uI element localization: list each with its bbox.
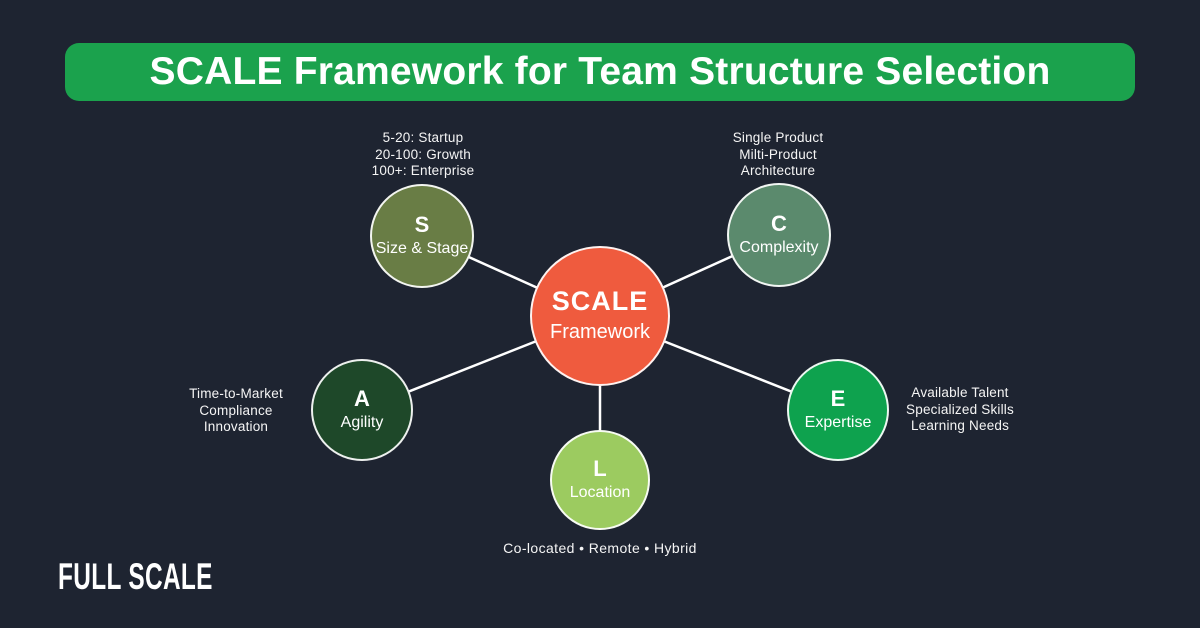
annotation-line: 100+: Enterprise (371, 163, 475, 178)
node-expertise-letter: E (830, 386, 846, 412)
node-expertise: E Expertise (787, 359, 889, 461)
header-banner: SCALE Framework for Team Structure Selec… (65, 43, 1135, 101)
annotation-line: Specialized Skills (906, 401, 1014, 417)
center-title: SCALE (551, 286, 649, 317)
node-complexity-letter: C (771, 211, 787, 237)
annotation-line: 5-20: Startup (382, 130, 464, 145)
node-size-stage-label: Size & Stage (375, 239, 469, 257)
page-title: SCALE Framework for Team Structure Selec… (149, 50, 1051, 93)
annotation-expertise: Available Talent Specialized Skills Lear… (850, 385, 1070, 435)
annotation-line: Architecture (740, 163, 816, 178)
annotation-line: 20-100: Growth (375, 146, 471, 162)
node-size-stage-letter: S (414, 212, 430, 238)
annotation-line: Single Product (732, 130, 824, 145)
annotation-line: Compliance (199, 402, 273, 418)
annotation-location: Co-located • Remote • Hybrid (400, 540, 800, 557)
center-subtitle: Framework (549, 320, 650, 343)
node-location: L Location (550, 430, 650, 530)
node-agility-label: Agility (340, 413, 384, 431)
node-complexity-label: Complexity (739, 238, 819, 256)
node-scale-framework: SCALE Framework (530, 246, 670, 386)
annotation-line: Innovation (203, 419, 269, 434)
annotation-line: Time-to-Market (189, 386, 283, 401)
annotation-line: Available Talent (911, 385, 1009, 400)
node-size-stage: S Size & Stage (370, 184, 474, 288)
annotation-line: Learning Needs (910, 418, 1010, 433)
annotation-agility: Time-to-Market Compliance Innovation (126, 386, 346, 436)
node-expertise-label: Expertise (804, 413, 872, 431)
node-location-label: Location (569, 483, 631, 501)
node-agility-letter: A (354, 386, 370, 412)
annotation-size-stage: 5-20: Startup 20-100: Growth 100+: Enter… (313, 130, 533, 180)
full-scale-logo: FULL SCALE (58, 556, 213, 597)
annotation-line: Milti-Product (739, 146, 817, 162)
annotation-line: Co-located • Remote • Hybrid (503, 540, 697, 556)
node-location-letter: L (593, 456, 607, 482)
annotation-complexity: Single Product Milti-Product Architectur… (668, 130, 888, 180)
node-complexity: C Complexity (727, 183, 831, 287)
node-agility: A Agility (311, 359, 413, 461)
